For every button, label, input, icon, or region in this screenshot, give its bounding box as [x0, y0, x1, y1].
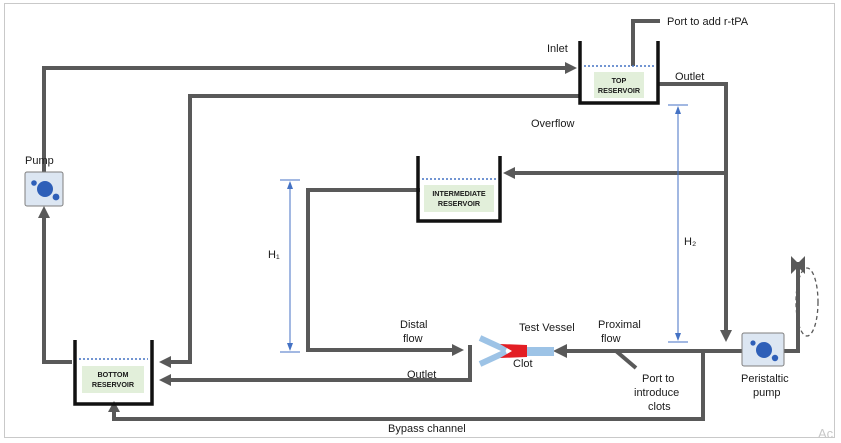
peristaltic-pump-rotor-small-1	[750, 340, 756, 346]
label-overflow: Overflow	[531, 118, 574, 130]
pump	[24, 171, 64, 207]
pump-rotor-main	[37, 181, 53, 197]
label-inlet: Inlet	[547, 43, 568, 55]
top-reservoir-label-line1: TOP	[612, 76, 627, 85]
pump-rotor-small-2	[52, 193, 60, 201]
bottom-reservoir-label-line2: RESERVOIR	[92, 380, 135, 389]
label-proximal-line1: Proximal	[598, 319, 641, 331]
top-reservoir-label-line2: RESERVOIR	[598, 86, 641, 95]
diagram-frame	[4, 3, 835, 438]
pipe-overflow-to-bottom	[170, 94, 580, 364]
h2-arrow-up	[675, 106, 681, 114]
pipe-top-outlet	[658, 82, 728, 330]
intermediate-reservoir-label-box	[424, 185, 494, 212]
label-port-rtpa: Port to add r-tPA	[667, 16, 749, 28]
label-clot: Clot	[513, 358, 533, 370]
label-proximal-line2: flow	[601, 333, 621, 345]
label-outlet-top: Outlet	[675, 71, 704, 83]
pipe-bypass	[112, 351, 705, 421]
label-h2: H₂	[684, 236, 696, 248]
peristaltic-pump	[741, 332, 785, 367]
bottom-reservoir-label-line1: BOTTOM	[97, 370, 128, 379]
arrow-to-peristaltic	[720, 330, 732, 342]
label-distal-line2: flow	[403, 333, 423, 345]
label-peristaltic-line2: pump	[753, 387, 781, 399]
label-distal-line1: Distal	[400, 319, 428, 331]
intermediate-reservoir-label-line1: INTERMEDIATE	[432, 189, 486, 198]
arrow-distal	[452, 344, 464, 356]
vessel-branch-lower	[478, 349, 508, 367]
arrow-top-inlet	[565, 62, 577, 74]
arrow-bypass	[108, 401, 120, 412]
peristaltic-pump-rotor-main	[756, 342, 772, 358]
pipe-outlet-bottom	[170, 345, 472, 382]
top-reservoir-label-box	[594, 72, 644, 98]
label-port-clots-line1: Port to	[642, 373, 674, 385]
arrow-to-pump	[38, 206, 50, 218]
label-pump: Pump	[25, 155, 54, 167]
bottom-reservoir: BOTTOM RESERVOIR	[73, 340, 154, 406]
pipe-bottom-to-pump	[42, 215, 72, 364]
clamp-icon	[791, 256, 805, 274]
vessel-trunk	[526, 347, 554, 356]
arrow-bottom-outlet	[159, 374, 171, 386]
clot-icon	[500, 344, 527, 358]
arrow-bottom-overflow	[159, 356, 171, 368]
watermark: Ac	[818, 426, 834, 441]
vessel-branch-upper	[478, 335, 508, 353]
pipe-right-outflow	[784, 262, 800, 353]
h1-arrow-up	[287, 181, 293, 189]
label-h1: H₁	[268, 249, 280, 261]
test-vessel	[478, 335, 554, 367]
label-test-vessel: Test Vessel	[519, 322, 575, 334]
pipe-distal	[306, 188, 454, 352]
tubing-loop-dashed	[795, 267, 819, 337]
labels: Port to add r-tPA Inlet Outlet Overflow …	[25, 16, 789, 435]
h1-arrow-down	[287, 343, 293, 351]
label-bypass-channel: Bypass channel	[388, 423, 466, 435]
intermediate-reservoir: INTERMEDIATE RESERVOIR	[416, 156, 502, 223]
pipe-pump-to-top-inlet	[42, 66, 568, 172]
intermediate-reservoir-walls	[416, 156, 502, 223]
label-peristaltic-line1: Peristaltic	[741, 373, 789, 385]
port-rtpa-pipe	[631, 19, 660, 66]
intermediate-reservoir-label-line2: RESERVOIR	[438, 199, 481, 208]
dimension-h2	[668, 104, 688, 343]
label-port-clots-line3: clots	[648, 401, 671, 413]
arrow-intermediate-inlet	[503, 167, 515, 179]
bottom-reservoir-walls	[73, 340, 154, 406]
peristaltic-pump-rotor-small-2	[771, 354, 779, 362]
h2-arrow-down	[675, 333, 681, 341]
clamp-assembly	[791, 256, 819, 337]
arrow-proximal	[553, 344, 567, 358]
label-port-clots-line2: introduce	[634, 387, 679, 399]
pump-rotor-small-1	[31, 180, 37, 186]
label-outlet-bottom: Outlet	[407, 369, 436, 381]
bottom-reservoir-label-box	[82, 366, 144, 393]
top-reservoir-walls	[578, 41, 660, 105]
port-clots-pipe	[614, 349, 638, 370]
top-reservoir: TOP RESERVOIR	[578, 41, 660, 105]
dimension-h1	[280, 179, 300, 353]
pipes	[38, 19, 800, 421]
